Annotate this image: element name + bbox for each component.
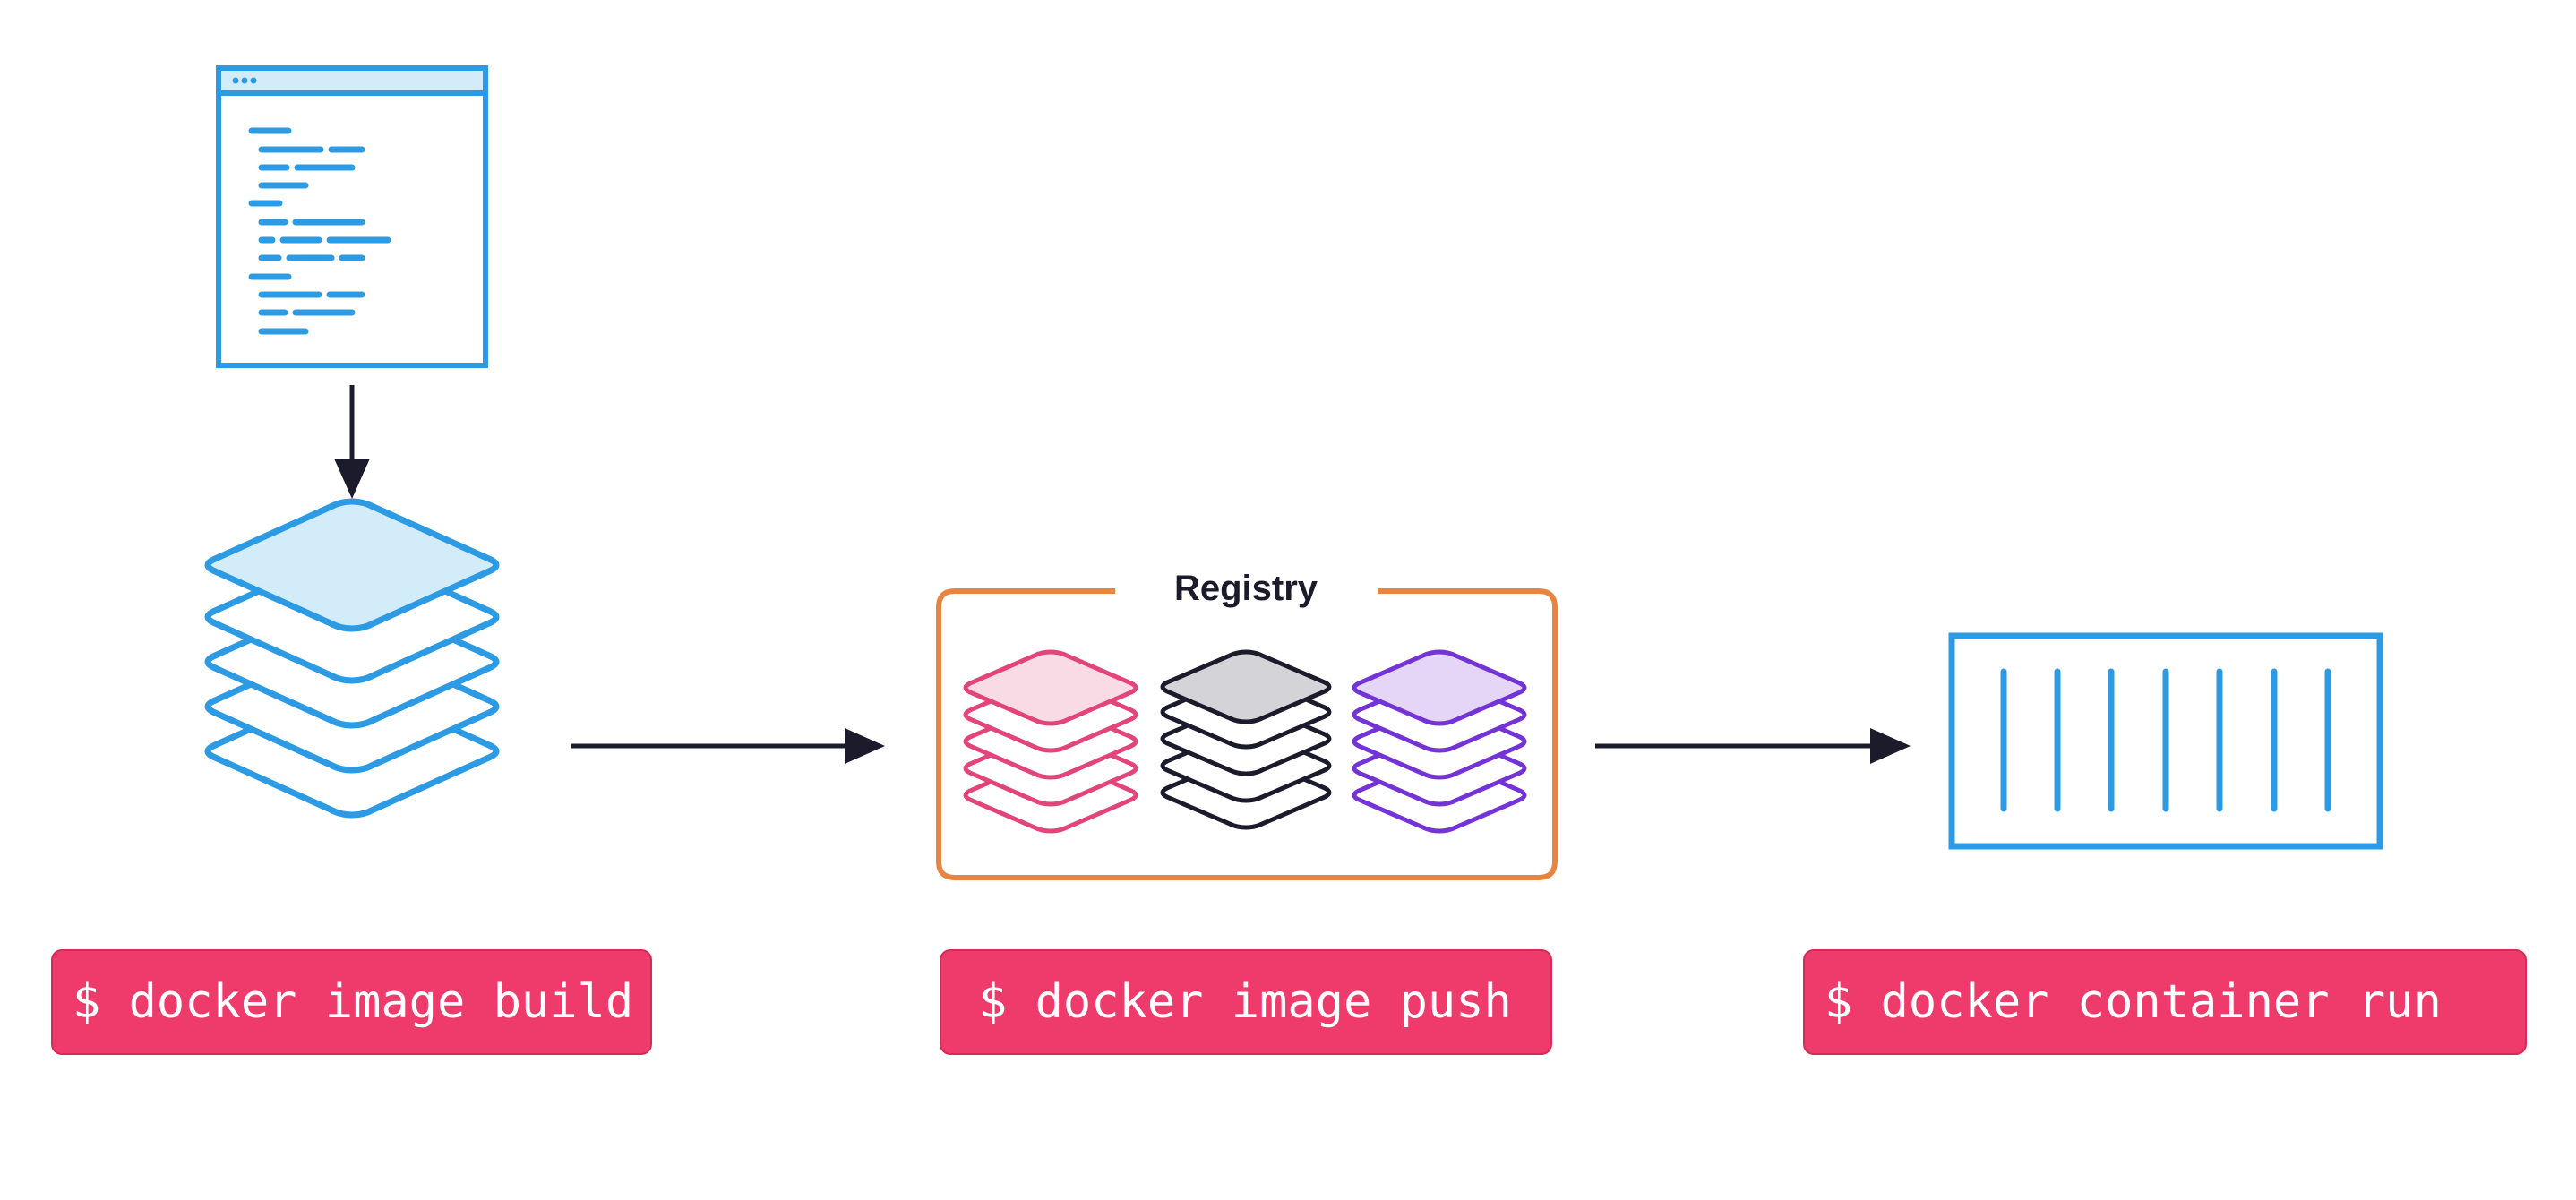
registry-box: Registry bbox=[936, 569, 1558, 880]
code-file-icon bbox=[216, 65, 488, 368]
docker-image-push-command: $ docker image push bbox=[940, 949, 1552, 1055]
docker-container-run-command: $ docker container run bbox=[1803, 949, 2527, 1055]
pink-image-layers-icon bbox=[963, 649, 1138, 834]
image-layers-icon bbox=[204, 498, 500, 819]
registry-label: Registry bbox=[1174, 569, 1318, 608]
purple-image-layers-icon bbox=[1352, 649, 1527, 834]
docker-image-build-command: $ docker image build bbox=[51, 949, 652, 1055]
black-image-layers-icon bbox=[1160, 649, 1332, 830]
container-icon bbox=[1948, 632, 2383, 850]
